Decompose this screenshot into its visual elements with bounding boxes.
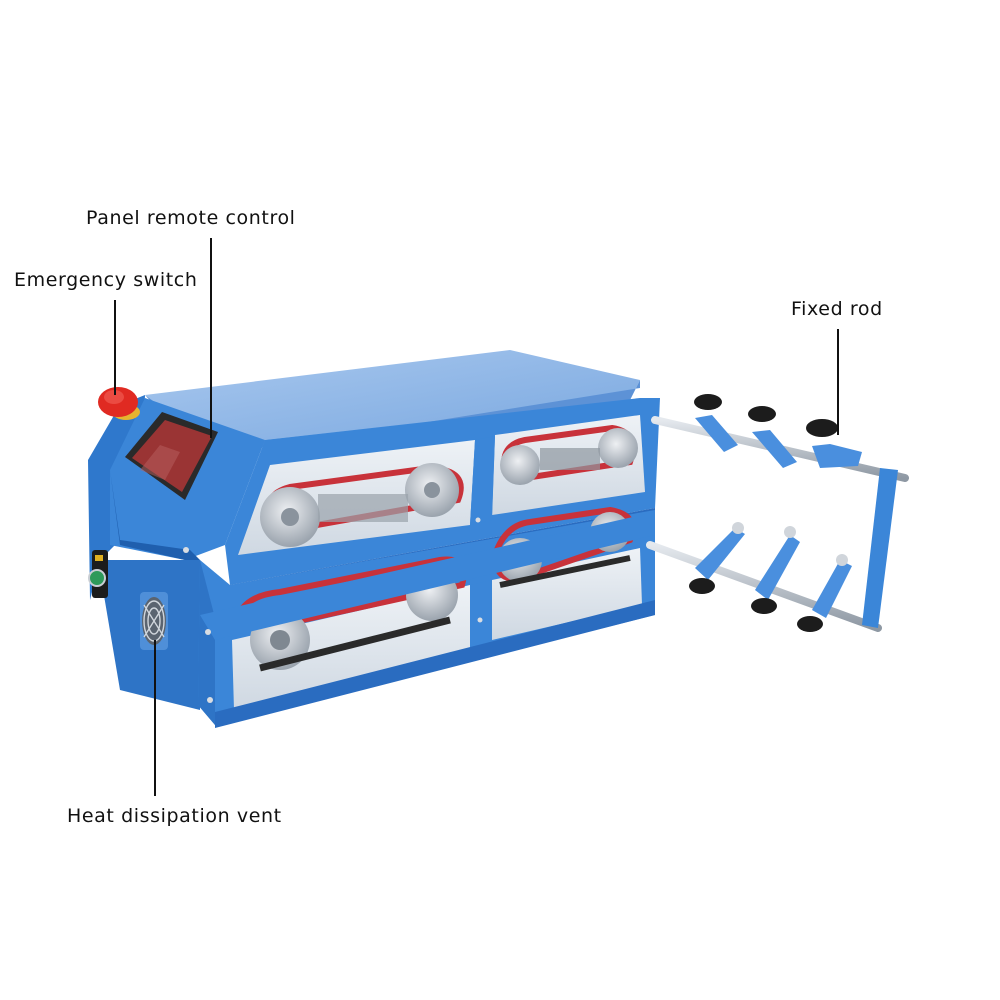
lower-belt-housing — [183, 506, 655, 728]
leader-line-fixed-rod — [837, 329, 839, 435]
heat-vent-fan — [140, 592, 168, 650]
start-button — [88, 550, 108, 598]
callout-panel-remote-control: Panel remote control — [86, 207, 296, 229]
leader-line-panel-remote-control — [210, 238, 212, 438]
top-cover — [145, 350, 640, 448]
callout-heat-dissipation-vent: Heat dissipation vent — [67, 805, 282, 827]
leader-line-emergency-switch — [114, 300, 116, 395]
control-panel-screen — [125, 412, 218, 500]
emergency-stop-button — [98, 387, 140, 420]
leader-line-heat-dissipation-vent — [154, 640, 156, 796]
guide-rod-assembly — [646, 394, 909, 632]
callout-emergency-switch: Emergency switch — [14, 269, 198, 291]
callout-fixed-rod: Fixed rod — [791, 298, 883, 320]
